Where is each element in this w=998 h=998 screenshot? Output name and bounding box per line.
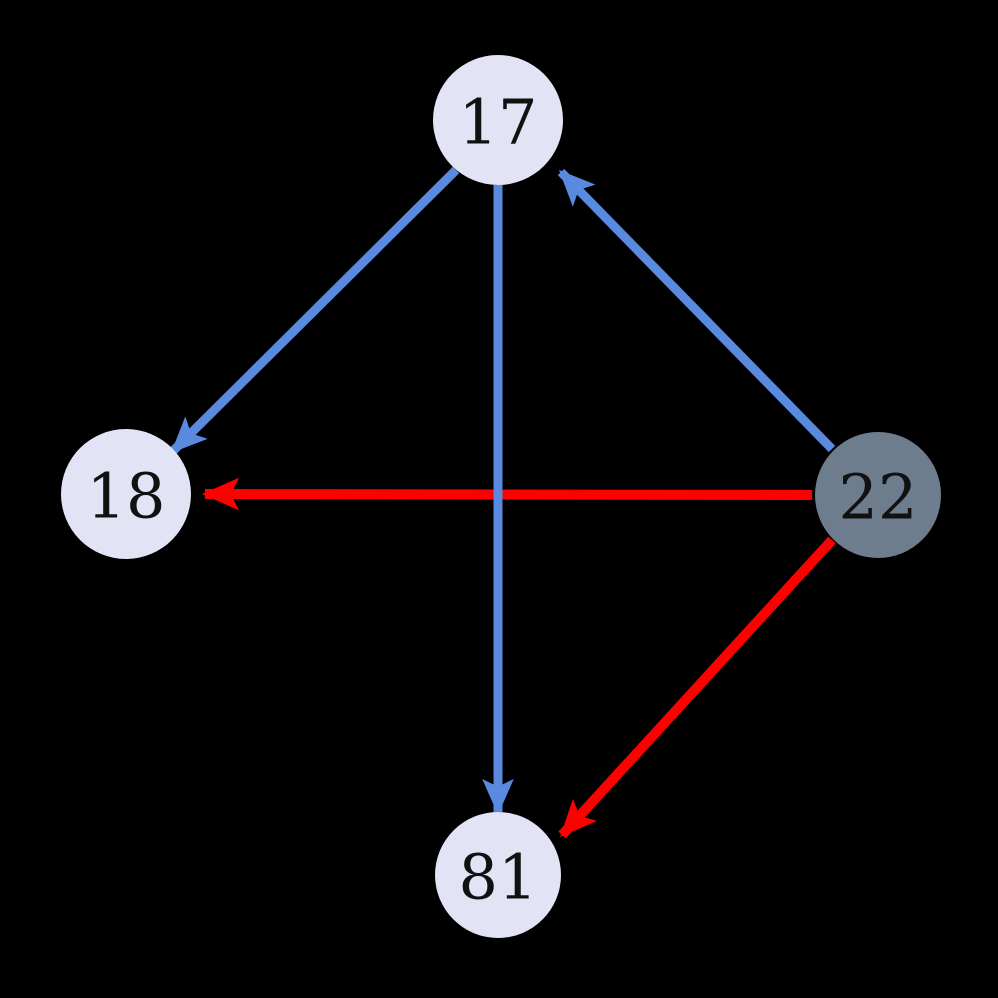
- node-81-circle[interactable]: [435, 812, 561, 938]
- node-22-label: 22: [839, 461, 918, 534]
- node-17[interactable]: 17: [433, 55, 563, 185]
- node-17-label: 17: [459, 86, 538, 159]
- edge-17-18[interactable]: [169, 166, 460, 455]
- edge-22-17[interactable]: [557, 168, 836, 453]
- node-layer: 17 18 22 81: [61, 55, 941, 938]
- node-22[interactable]: 22: [815, 432, 941, 558]
- node-22-circle[interactable]: [815, 432, 941, 558]
- edge-22-18[interactable]: [202, 477, 813, 511]
- node-18[interactable]: 18: [61, 429, 191, 559]
- node-81-label: 81: [459, 841, 538, 914]
- node-18-label: 18: [87, 460, 166, 533]
- node-17-circle[interactable]: [433, 55, 563, 185]
- edge-22-81[interactable]: [558, 536, 836, 839]
- node-18-circle[interactable]: [61, 429, 191, 559]
- node-81[interactable]: 81: [435, 812, 561, 938]
- edge-layer: [169, 166, 836, 839]
